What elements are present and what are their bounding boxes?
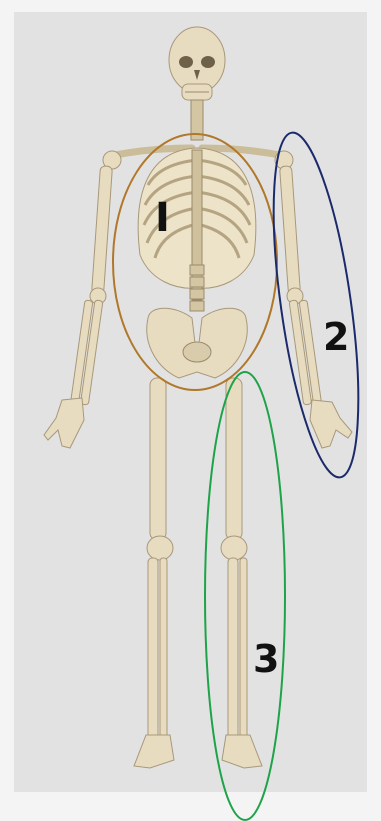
region-1-label: I (155, 195, 170, 241)
left-arm (44, 151, 121, 448)
region-2-label: 2 (323, 315, 349, 359)
region-3-label: 3 (253, 637, 279, 681)
pelvis (147, 308, 247, 378)
left-leg (134, 378, 174, 768)
right-arm (275, 151, 352, 448)
skull (169, 27, 225, 100)
right-leg (221, 378, 262, 768)
